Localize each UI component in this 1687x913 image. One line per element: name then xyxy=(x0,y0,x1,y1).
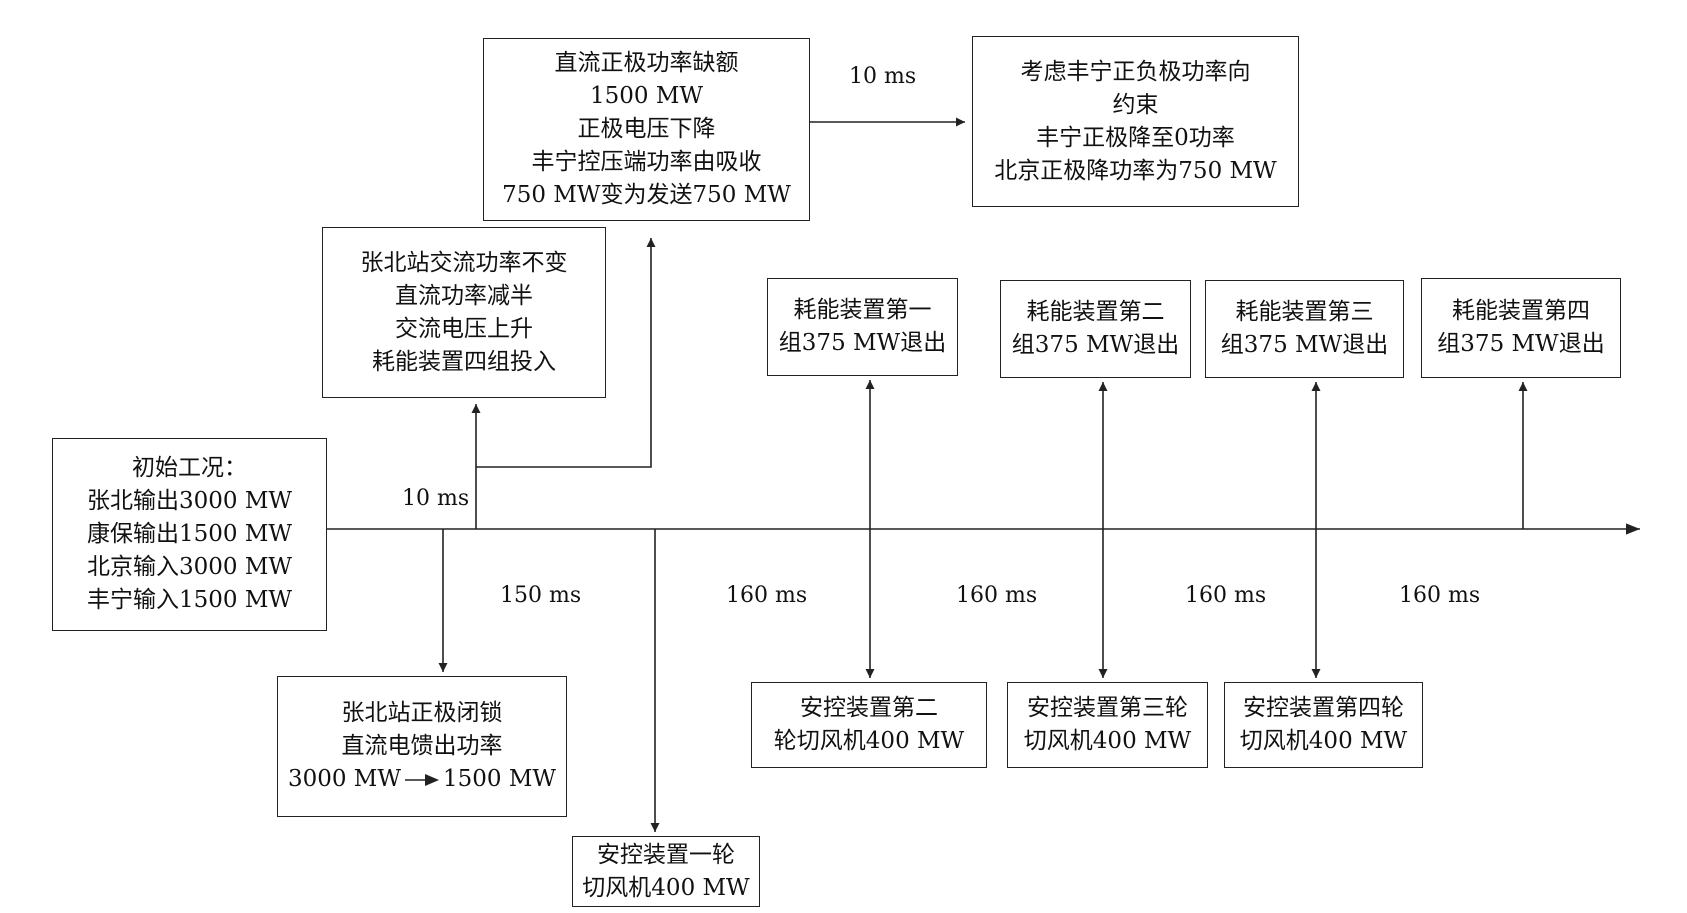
initial-conditions-box: 初始工况： 张北输出3000 MW 康保输出1500 MW 北京输入3000 M… xyxy=(52,438,327,631)
dc-positive-deficit-box: 直流正极功率缺额 1500 MW 正极电压下降 丰宁控压端功率由吸收 750 M… xyxy=(483,38,810,221)
stability-round-3-box: 安控装置第三轮 切风机400 MW xyxy=(1007,682,1208,768)
box-line: 约束 xyxy=(1112,91,1159,118)
box-line: 组375 MW退出 xyxy=(1220,332,1389,358)
box-line: 耗能装置四组投入 xyxy=(372,348,556,375)
energy-group-4-box: 耗能装置第四 组375 MW退出 xyxy=(1421,278,1621,378)
interval-160ms-c: 160 ms xyxy=(1185,583,1267,608)
box-line: 直流电馈出功率 xyxy=(341,733,503,759)
interval-160ms-a: 160 ms xyxy=(726,583,808,608)
pole-block-box: 张北站正极闭锁 直流电馈出功率 3000 MW 1500 MW xyxy=(277,676,567,817)
box-line: 耗能装置第三 xyxy=(1235,299,1374,325)
box-line: 切风机400 MW xyxy=(1023,728,1192,754)
box-line: 正极电压下降 xyxy=(577,116,716,142)
box-line: 直流功率减半 xyxy=(395,282,533,309)
box-line: 1500 MW xyxy=(589,83,704,109)
box-line: 直流正极功率缺额 xyxy=(554,50,739,76)
energy-group-3-box: 耗能装置第三 组375 MW退出 xyxy=(1205,280,1404,378)
box-line: 考虑丰宁正负极功率向 xyxy=(1020,58,1251,85)
box-line: 丰宁控压端功率由吸收 xyxy=(531,149,762,175)
box-line: 交流电压上升 xyxy=(395,315,533,342)
box-line: 轮切风机400 MW xyxy=(773,728,965,754)
box-line: 北京正极降功率为750 MW xyxy=(994,157,1277,184)
energy-group-1-box: 耗能装置第一 组375 MW退出 xyxy=(767,278,958,376)
branch-10ms-dc xyxy=(476,238,656,468)
right-arrow-icon xyxy=(405,773,439,786)
interval-160ms-d: 160 ms xyxy=(1399,583,1481,608)
box-line: 康保输出1500 MW xyxy=(86,521,293,547)
interval-top-10ms: 10 ms xyxy=(849,64,917,89)
box-line: 安控装置一轮 xyxy=(597,841,735,868)
box-line: 耗能装置第四 xyxy=(1452,298,1590,324)
stability-round-2-box: 安控装置第二 轮切风机400 MW xyxy=(751,682,987,768)
box-line: 安控装置第四轮 xyxy=(1243,695,1404,721)
box-line: 3000 MW xyxy=(287,766,401,792)
box-line: 耗能装置第二 xyxy=(1026,299,1165,325)
stability-round-1-box: 安控装置一轮 切风机400 MW xyxy=(572,836,760,907)
box-line: 组375 MW退出 xyxy=(1437,331,1605,357)
box-line: 张北输出3000 MW xyxy=(86,488,293,514)
fengning-constraint-box: 考虑丰宁正负极功率向 约束 丰宁正极降至0功率 北京正极降功率为750 MW xyxy=(972,36,1299,207)
zhangbei-ac-box: 张北站交流功率不变 直流功率减半 交流电压上升 耗能装置四组投入 xyxy=(322,227,606,398)
box-line: 初始工况： xyxy=(132,455,247,481)
box-line: 1500 MW xyxy=(443,766,557,792)
box-line: 安控装置第三轮 xyxy=(1027,695,1188,721)
energy-group-2-box: 耗能装置第二 组375 MW退出 xyxy=(1000,280,1191,378)
box-line: 切风机400 MW xyxy=(582,874,750,901)
box-line: 组375 MW退出 xyxy=(1011,332,1180,358)
stability-round-4-box: 安控装置第四轮 切风机400 MW xyxy=(1224,682,1423,768)
box-line: 切风机400 MW xyxy=(1239,728,1408,754)
box-line: 丰宁正极降至0功率 xyxy=(1036,124,1235,151)
box-line: 耗能装置第一 xyxy=(793,297,932,323)
box-line: 张北站正极闭锁 xyxy=(341,700,503,726)
interval-left-10ms: 10 ms xyxy=(402,486,470,511)
box-line: 丰宁输入1500 MW xyxy=(86,587,293,613)
box-line: 组375 MW退出 xyxy=(778,330,947,356)
interval-160ms-b: 160 ms xyxy=(956,583,1038,608)
box-line: 北京输入3000 MW xyxy=(86,554,293,580)
box-line: 张北站交流功率不变 xyxy=(360,249,568,276)
interval-150ms: 150 ms xyxy=(500,583,582,608)
box-line: 安控装置第二 xyxy=(800,695,938,721)
box-line: 750 MW变为发送750 MW xyxy=(502,182,791,208)
